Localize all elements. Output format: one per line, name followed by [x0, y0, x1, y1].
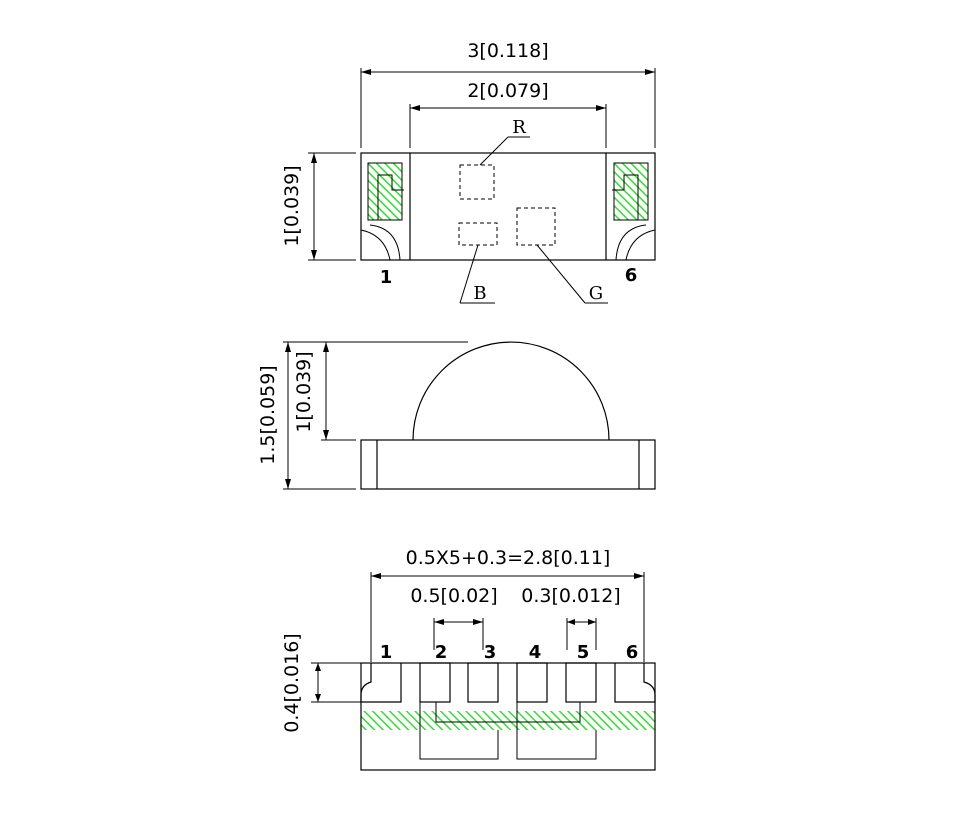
dim-total-height-label: 1.5[0.059]: [257, 365, 279, 464]
dim-inner-width: 2[0.079]: [409, 80, 607, 148]
bottom-view: 0.5X5+0.3=2.8[0.11] 0.5[0.02] 0.3[0.012]: [281, 547, 656, 771]
bottom-pin-5-label: 5: [577, 642, 590, 663]
dim-pitch-total: 0.5X5+0.3=2.8[0.11]: [370, 547, 645, 662]
pad-1: [360, 663, 402, 703]
top-pad-left: [360, 162, 404, 261]
bottom-pin-3-label: 3: [484, 642, 497, 663]
top-pin-1-label: 1: [380, 267, 393, 288]
dim-overall-width: 3[0.118]: [360, 40, 656, 148]
dim-height-label: 1[0.039]: [281, 165, 303, 246]
dim-pitch: 0.5[0.02]: [410, 585, 498, 650]
dim-pad-height: 0.4[0.016]: [281, 633, 364, 733]
dim-inner-width-label: 2[0.079]: [467, 80, 548, 102]
dim-total-height: 1.5[0.059]: [257, 341, 468, 490]
dim-pitch-total-label: 0.5X5+0.3=2.8[0.11]: [406, 547, 611, 569]
side-body: [360, 439, 656, 490]
pad-6: [614, 663, 656, 703]
bottom-pin-1-label: 1: [380, 642, 393, 663]
dim-pad-width: 0.3[0.012]: [521, 585, 621, 650]
top-pad-right: [612, 162, 656, 261]
lens-dome: [412, 341, 610, 441]
chip-blue-outline: [458, 222, 498, 246]
bottom-pin-2-label: 2: [435, 642, 448, 663]
dim-pitch-label: 0.5[0.02]: [410, 585, 497, 607]
bottom-pin-4-label: 4: [529, 642, 542, 663]
pad-3: [467, 662, 499, 703]
top-view: 3[0.118] 2[0.079] 1[0.039]: [281, 40, 656, 304]
dim-lens-height: 1[0.039]: [293, 341, 356, 441]
pad-4: [516, 662, 548, 703]
side-view: 1.5[0.059] 1[0.039]: [257, 341, 656, 490]
chip-blue-label: B: [473, 283, 486, 304]
chip-red-outline: [459, 164, 495, 200]
top-pin-6-label: 6: [625, 265, 638, 286]
dim-height: 1[0.039]: [281, 152, 356, 261]
callout-b: B: [459, 244, 495, 304]
bottom-pin-6-label: 6: [626, 642, 639, 663]
top-body: [360, 152, 656, 261]
dim-pad-height-label: 0.4[0.016]: [281, 633, 303, 732]
callout-r: R: [479, 117, 530, 166]
dim-overall-width-label: 3[0.118]: [467, 40, 548, 62]
chip-green-outline: [516, 207, 556, 246]
callout-g: G: [536, 244, 608, 304]
chip-green-label: G: [589, 283, 603, 304]
chip-red-label: R: [512, 117, 526, 138]
dim-pad-width-label: 0.3[0.012]: [521, 585, 620, 607]
pad-5: [565, 662, 597, 703]
dim-lens-height-label: 1[0.039]: [293, 351, 315, 432]
hatched-band: [361, 711, 655, 730]
bottom-pads: [360, 662, 656, 760]
bottom-body: [360, 662, 656, 771]
pad-2: [419, 662, 451, 703]
